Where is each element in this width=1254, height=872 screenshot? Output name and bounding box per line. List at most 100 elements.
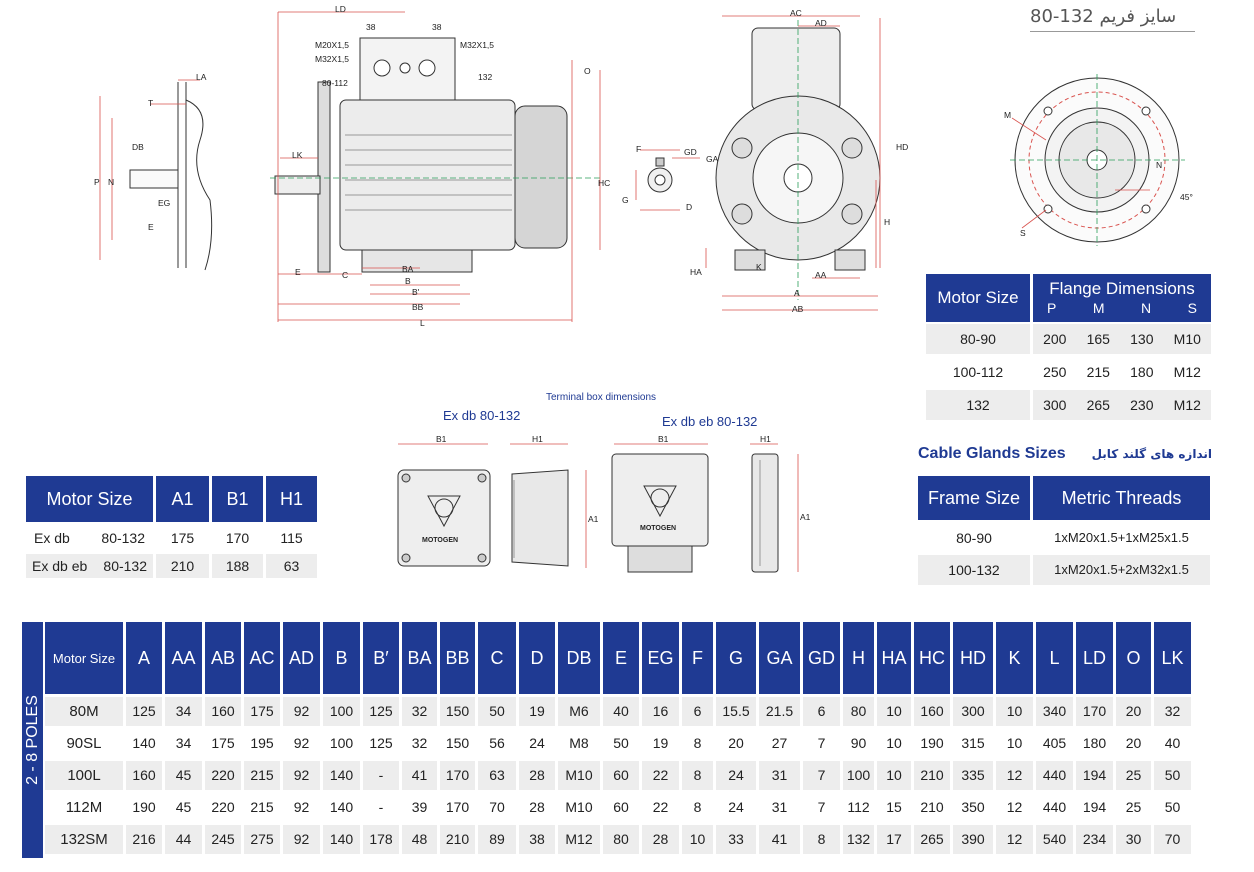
main-cell: 12 bbox=[996, 761, 1033, 790]
main-cell: 340 bbox=[1036, 697, 1073, 726]
metric-threads-header: Metric Threads bbox=[1033, 476, 1210, 520]
tb-row: Ex db eb 80-132 210 188 63 bbox=[26, 554, 320, 578]
main-cell: 265 bbox=[914, 825, 950, 854]
flange-col-m: M bbox=[1092, 300, 1105, 316]
dim-hd: HD bbox=[896, 142, 908, 152]
main-cell: 12 bbox=[1006, 799, 1023, 815]
poles-label-text: 2 - 8 POLES bbox=[23, 695, 41, 785]
main-cell: 210 bbox=[440, 825, 475, 854]
main-cell: 19 bbox=[519, 697, 555, 726]
dim-bb: BB bbox=[412, 302, 424, 312]
flange-size: 132 bbox=[926, 390, 1030, 420]
dim-d: D bbox=[686, 202, 692, 212]
main-cell: 32 bbox=[1154, 697, 1191, 726]
main-col-header: HC bbox=[914, 622, 950, 694]
dim-eg: EG bbox=[158, 198, 170, 208]
main-col-header: AD bbox=[283, 622, 320, 694]
dim-h1-left: H1 bbox=[532, 434, 543, 444]
main-cell: 56 bbox=[489, 735, 505, 751]
main-cell: 150 bbox=[440, 697, 475, 726]
main-cell: 20 bbox=[1125, 735, 1142, 751]
main-cell: 44 bbox=[165, 825, 202, 854]
dim-45: 45° bbox=[1180, 192, 1193, 202]
main-cell: 21.5 bbox=[759, 697, 800, 726]
main-cell: 234 bbox=[1076, 825, 1113, 854]
main-cell: 7 bbox=[803, 761, 840, 790]
main-col-header: A bbox=[126, 622, 162, 694]
main-cell: 15.5 bbox=[716, 697, 756, 726]
main-cell: 170 bbox=[1076, 697, 1113, 726]
flange-row: 80-90 200 165 130 M10 bbox=[926, 324, 1211, 354]
flange-size: 100-112 bbox=[952, 364, 1004, 380]
flange-motor-size-header: Motor Size bbox=[926, 274, 1030, 322]
main-cell: 28 bbox=[642, 825, 679, 854]
main-col-header: BB bbox=[440, 622, 475, 694]
main-cell: 50 bbox=[613, 735, 629, 751]
main-cell: 300 bbox=[953, 697, 993, 726]
main-cell: 6 bbox=[803, 697, 840, 726]
main-cell: 39 bbox=[411, 799, 428, 815]
flange-m: 165 bbox=[1086, 331, 1110, 347]
main-cell: 180 bbox=[1082, 735, 1107, 751]
dim-t: T bbox=[148, 98, 153, 108]
flange-p: 250 bbox=[1043, 364, 1067, 380]
main-cell: 24 bbox=[529, 735, 545, 751]
main-col-header: C bbox=[478, 622, 516, 694]
main-cell: 100 bbox=[329, 735, 354, 751]
main-cell: 175 bbox=[244, 697, 280, 726]
main-cell: 45 bbox=[175, 799, 192, 815]
dim-f: F bbox=[636, 144, 641, 154]
dim-a1-right: A1 bbox=[800, 512, 811, 522]
brand-left: MOTOGEN bbox=[422, 537, 458, 544]
main-cell: M8 bbox=[569, 735, 589, 751]
dim-g: G bbox=[622, 195, 629, 205]
dim-lk: LK bbox=[292, 150, 303, 160]
flange-m: 215 bbox=[1086, 364, 1110, 380]
main-cell: 22 bbox=[642, 761, 679, 790]
main-cell: 60 bbox=[603, 761, 639, 790]
tb-h1-header: H1 bbox=[266, 476, 317, 522]
main-cell: 194 bbox=[1082, 799, 1107, 815]
main-col-header: GA bbox=[759, 622, 800, 694]
main-cell: 24 bbox=[728, 799, 744, 815]
main-cell: 125 bbox=[363, 697, 399, 726]
main-cell: M12 bbox=[558, 825, 600, 854]
dim-ba: BA bbox=[402, 264, 414, 274]
frame-title: سایز فریم 132-80 bbox=[1030, 6, 1195, 32]
main-cell: M6 bbox=[558, 697, 600, 726]
main-col-header: L bbox=[1036, 622, 1073, 694]
tb-type: Ex db bbox=[34, 530, 70, 546]
dim-132: 132 bbox=[478, 72, 492, 82]
main-cell: 8 bbox=[682, 761, 713, 790]
terminal-box-table: Motor Size A1 B1 H1 Ex db 80-132 175 170… bbox=[26, 476, 320, 578]
dimension-drawings: LA T DB P N EG E LD 38 38 M20X1,5 M32X1,… bbox=[94, 4, 1193, 328]
frame-size-header: Frame Size bbox=[918, 476, 1030, 520]
dim-b: B bbox=[405, 276, 411, 286]
flange-s: M10 bbox=[1173, 331, 1201, 347]
main-cell: 41 bbox=[402, 761, 437, 790]
dim-n-flange: N bbox=[1156, 160, 1162, 170]
main-cell: 100 bbox=[843, 761, 874, 790]
flange-col-s: S bbox=[1187, 300, 1197, 316]
main-motor-size: 112M bbox=[65, 799, 103, 816]
main-cell: 22 bbox=[652, 799, 669, 815]
flange-dimensions-title: Flange Dimensions bbox=[1049, 279, 1195, 298]
main-motor-size: 100L bbox=[45, 761, 123, 790]
tb-h1: 63 bbox=[266, 554, 317, 578]
main-cell: 34 bbox=[175, 735, 192, 751]
main-cell: 125 bbox=[369, 735, 393, 751]
main-cell: 112 bbox=[847, 799, 870, 815]
main-cell: 63 bbox=[478, 761, 516, 790]
main-cell: 170 bbox=[445, 799, 470, 815]
main-cell: 10 bbox=[1006, 735, 1023, 751]
dim-aa: AA bbox=[815, 270, 827, 280]
main-cell: 45 bbox=[165, 761, 202, 790]
flange-p: 300 bbox=[1043, 397, 1067, 413]
main-cell: 50 bbox=[478, 697, 516, 726]
flange-n: 130 bbox=[1130, 331, 1154, 347]
main-cell: 10 bbox=[877, 697, 911, 726]
main-cell: 220 bbox=[205, 761, 241, 790]
dim-c: C bbox=[342, 270, 348, 280]
main-cell: 8 bbox=[693, 735, 702, 751]
